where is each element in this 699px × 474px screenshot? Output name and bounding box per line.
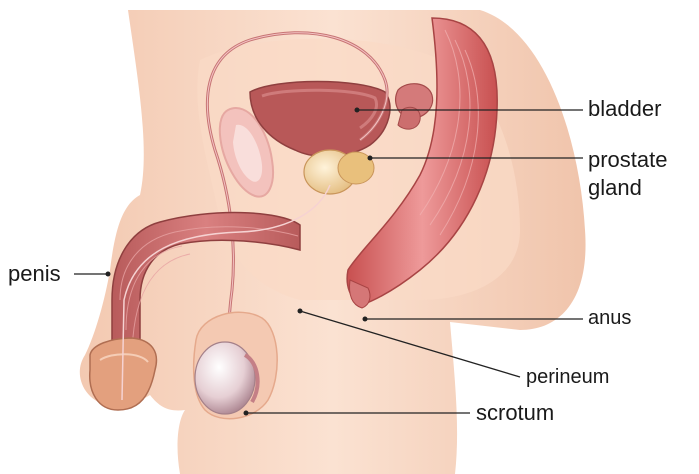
- label-anus: anus: [588, 306, 631, 330]
- leader-dot-anus: [363, 317, 368, 322]
- leader-dot-penis: [106, 272, 111, 277]
- label-perineum: perineum: [526, 365, 609, 389]
- label-penis: penis: [8, 262, 61, 286]
- leader-dot-perineum: [298, 309, 303, 314]
- leader-dot-scrotum: [244, 411, 249, 416]
- label-prostate-line1: prostate: [588, 148, 668, 172]
- label-scrotum: scrotum: [476, 401, 554, 425]
- label-bladder: bladder: [588, 97, 661, 121]
- testis: [195, 342, 255, 414]
- leader-dot-prostate: [368, 156, 373, 161]
- label-prostate-line2: gland: [588, 176, 642, 200]
- leader-dot-bladder: [355, 108, 360, 113]
